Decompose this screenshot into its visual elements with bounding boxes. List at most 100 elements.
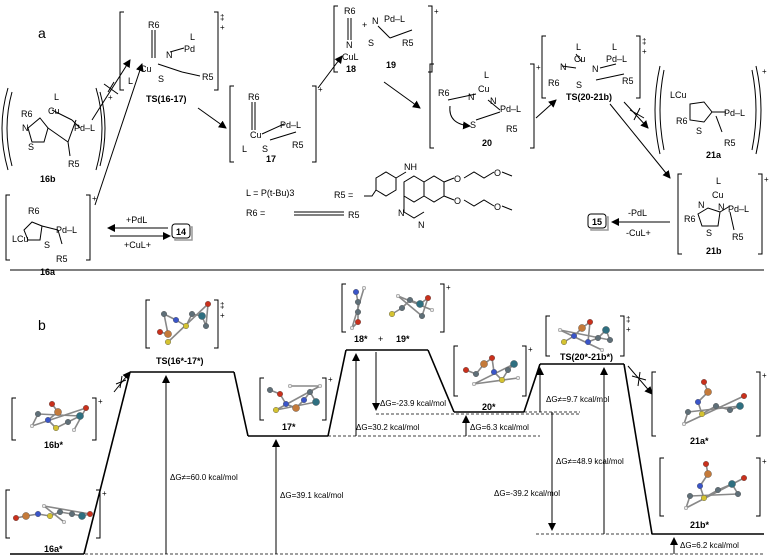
svg-text:+: + — [762, 457, 767, 466]
copper-atom — [164, 330, 172, 338]
label-19: 19 — [386, 60, 396, 70]
label-21a: 21a — [706, 150, 722, 160]
label-16b: 16b — [40, 174, 56, 184]
svg-text:Cu: Cu — [478, 84, 490, 94]
svg-text:R5: R5 — [506, 124, 518, 134]
svg-text:R6: R6 — [148, 20, 160, 30]
mol-17 — [267, 384, 323, 414]
svg-text:‡: ‡ — [220, 13, 224, 22]
carbon-atom — [419, 313, 426, 320]
carbon-atom — [355, 309, 362, 316]
svg-text:+: + — [102, 489, 107, 498]
palladium-atom — [198, 312, 206, 320]
sulfur-atom — [182, 323, 189, 330]
species-16b: + R6 N S Cu L Pd–L R5 16b — [1, 87, 113, 184]
arrow-16a-ts — [94, 63, 144, 206]
oxygen-atom — [86, 511, 93, 518]
carbon-atom — [727, 407, 734, 414]
copper-atom — [704, 388, 712, 396]
svg-text:+: + — [434, 7, 439, 16]
forbidden-cross-icon-4 — [631, 371, 647, 387]
svg-text:N: N — [560, 62, 567, 72]
forbidden-cross-icon — [103, 81, 119, 95]
svg-text:+: + — [220, 311, 225, 320]
svg-text:L: L — [716, 176, 721, 186]
palladium-atom — [728, 480, 736, 488]
svg-text:O: O — [494, 168, 501, 178]
forbidden-cross-icon-3 — [115, 375, 127, 389]
sulfur-atom — [164, 339, 171, 346]
svg-text:R5: R5 — [724, 138, 736, 148]
nitrogen-atom — [283, 401, 290, 408]
svg-text:R6: R6 — [676, 116, 688, 126]
carbon-atom — [607, 337, 614, 344]
copper-atom — [578, 324, 586, 332]
ligand-definitions: L = P(t-Bu)3 R5 = R6 = R5 NH N N O O O O — [246, 162, 513, 230]
svg-text:Cu: Cu — [140, 64, 152, 74]
species-ts20-21b: ‡ + L Cu N N Pd–L L R6 S R5 TS(20-21b) — [541, 35, 647, 102]
palladium-atom — [736, 402, 744, 410]
label-17: 17 — [266, 154, 276, 164]
svg-text:N: N — [346, 40, 353, 50]
hydrogen-atom — [42, 504, 47, 509]
energy-arrows — [162, 352, 678, 554]
energy-profile — [10, 349, 764, 555]
hydrogen-atom — [396, 294, 401, 299]
oxygen-atom — [741, 393, 748, 400]
oxygen-atom — [204, 301, 211, 308]
svg-text:N: N — [698, 200, 705, 210]
palladium-atom — [76, 412, 84, 420]
label-21a-star: 21a* — [690, 436, 709, 446]
svg-text:L: L — [190, 32, 195, 42]
svg-text:‡: ‡ — [220, 301, 224, 310]
svg-text:+: + — [528, 345, 533, 354]
copper-atom — [480, 360, 488, 368]
svg-text:L: L — [484, 70, 489, 80]
hydrogen-atom — [350, 326, 355, 331]
svg-text:+: + — [318, 85, 323, 94]
oxygen-atom — [156, 329, 163, 336]
svg-text:S: S — [706, 228, 712, 238]
panel-b-label: b — [38, 317, 46, 333]
svg-text:S: S — [28, 142, 34, 152]
species-16a: + R6 LCu S Pd–L R5 16a — [5, 194, 97, 277]
sulfur-atom — [561, 339, 568, 346]
oxygen-atom — [463, 367, 470, 374]
hydrogen-atom — [71, 428, 76, 433]
species-21a: + LCu R6 S Pd–L R5 21a — [654, 65, 767, 160]
hydrogen-atom — [684, 506, 689, 511]
hydrogen-atom — [62, 520, 67, 525]
svg-text:L: L — [242, 144, 247, 154]
sulfur-atom — [273, 407, 280, 414]
nitrogen-atom — [35, 511, 42, 518]
svg-text:R5: R5 — [68, 159, 80, 169]
energy-label-3: ΔG=-23.9 kcal/mol — [380, 399, 446, 408]
svg-text:+: + — [536, 63, 541, 72]
oxygen-atom — [587, 319, 594, 326]
svg-text:L: L — [576, 42, 581, 52]
compound-box-14 — [171, 223, 191, 239]
energy-label-7: ΔG≠=48.9 kcal/mol — [556, 457, 624, 466]
svg-text:Pd–L: Pd–L — [384, 14, 405, 24]
svg-text:LCu: LCu — [670, 90, 687, 100]
svg-text:O: O — [494, 202, 501, 212]
mol-20 — [463, 355, 521, 387]
svg-text:Pd–L: Pd–L — [728, 204, 749, 214]
oxygen-atom — [489, 355, 496, 362]
palladium-atom — [78, 512, 86, 520]
label-20: 20 — [482, 138, 492, 148]
svg-text:N: N — [166, 50, 173, 60]
label-18: 18 — [346, 64, 356, 74]
sulfur-atom — [389, 311, 396, 318]
hydrogen-atom — [362, 286, 367, 291]
copper-atom — [704, 470, 712, 478]
svg-text:R6: R6 — [438, 88, 450, 98]
carbon-atom — [57, 509, 64, 516]
svg-text:Pd–L: Pd–L — [56, 225, 77, 235]
svg-text:N: N — [418, 220, 425, 230]
svg-text:+: + — [92, 194, 97, 203]
label-ts16-17-star: TS(16*-17*) — [156, 356, 204, 366]
nitrogen-atom — [571, 333, 578, 340]
structure-brackets: + ‡ + + + + ‡ + + + + — [5, 283, 767, 539]
svg-text:‡: ‡ — [642, 37, 646, 46]
